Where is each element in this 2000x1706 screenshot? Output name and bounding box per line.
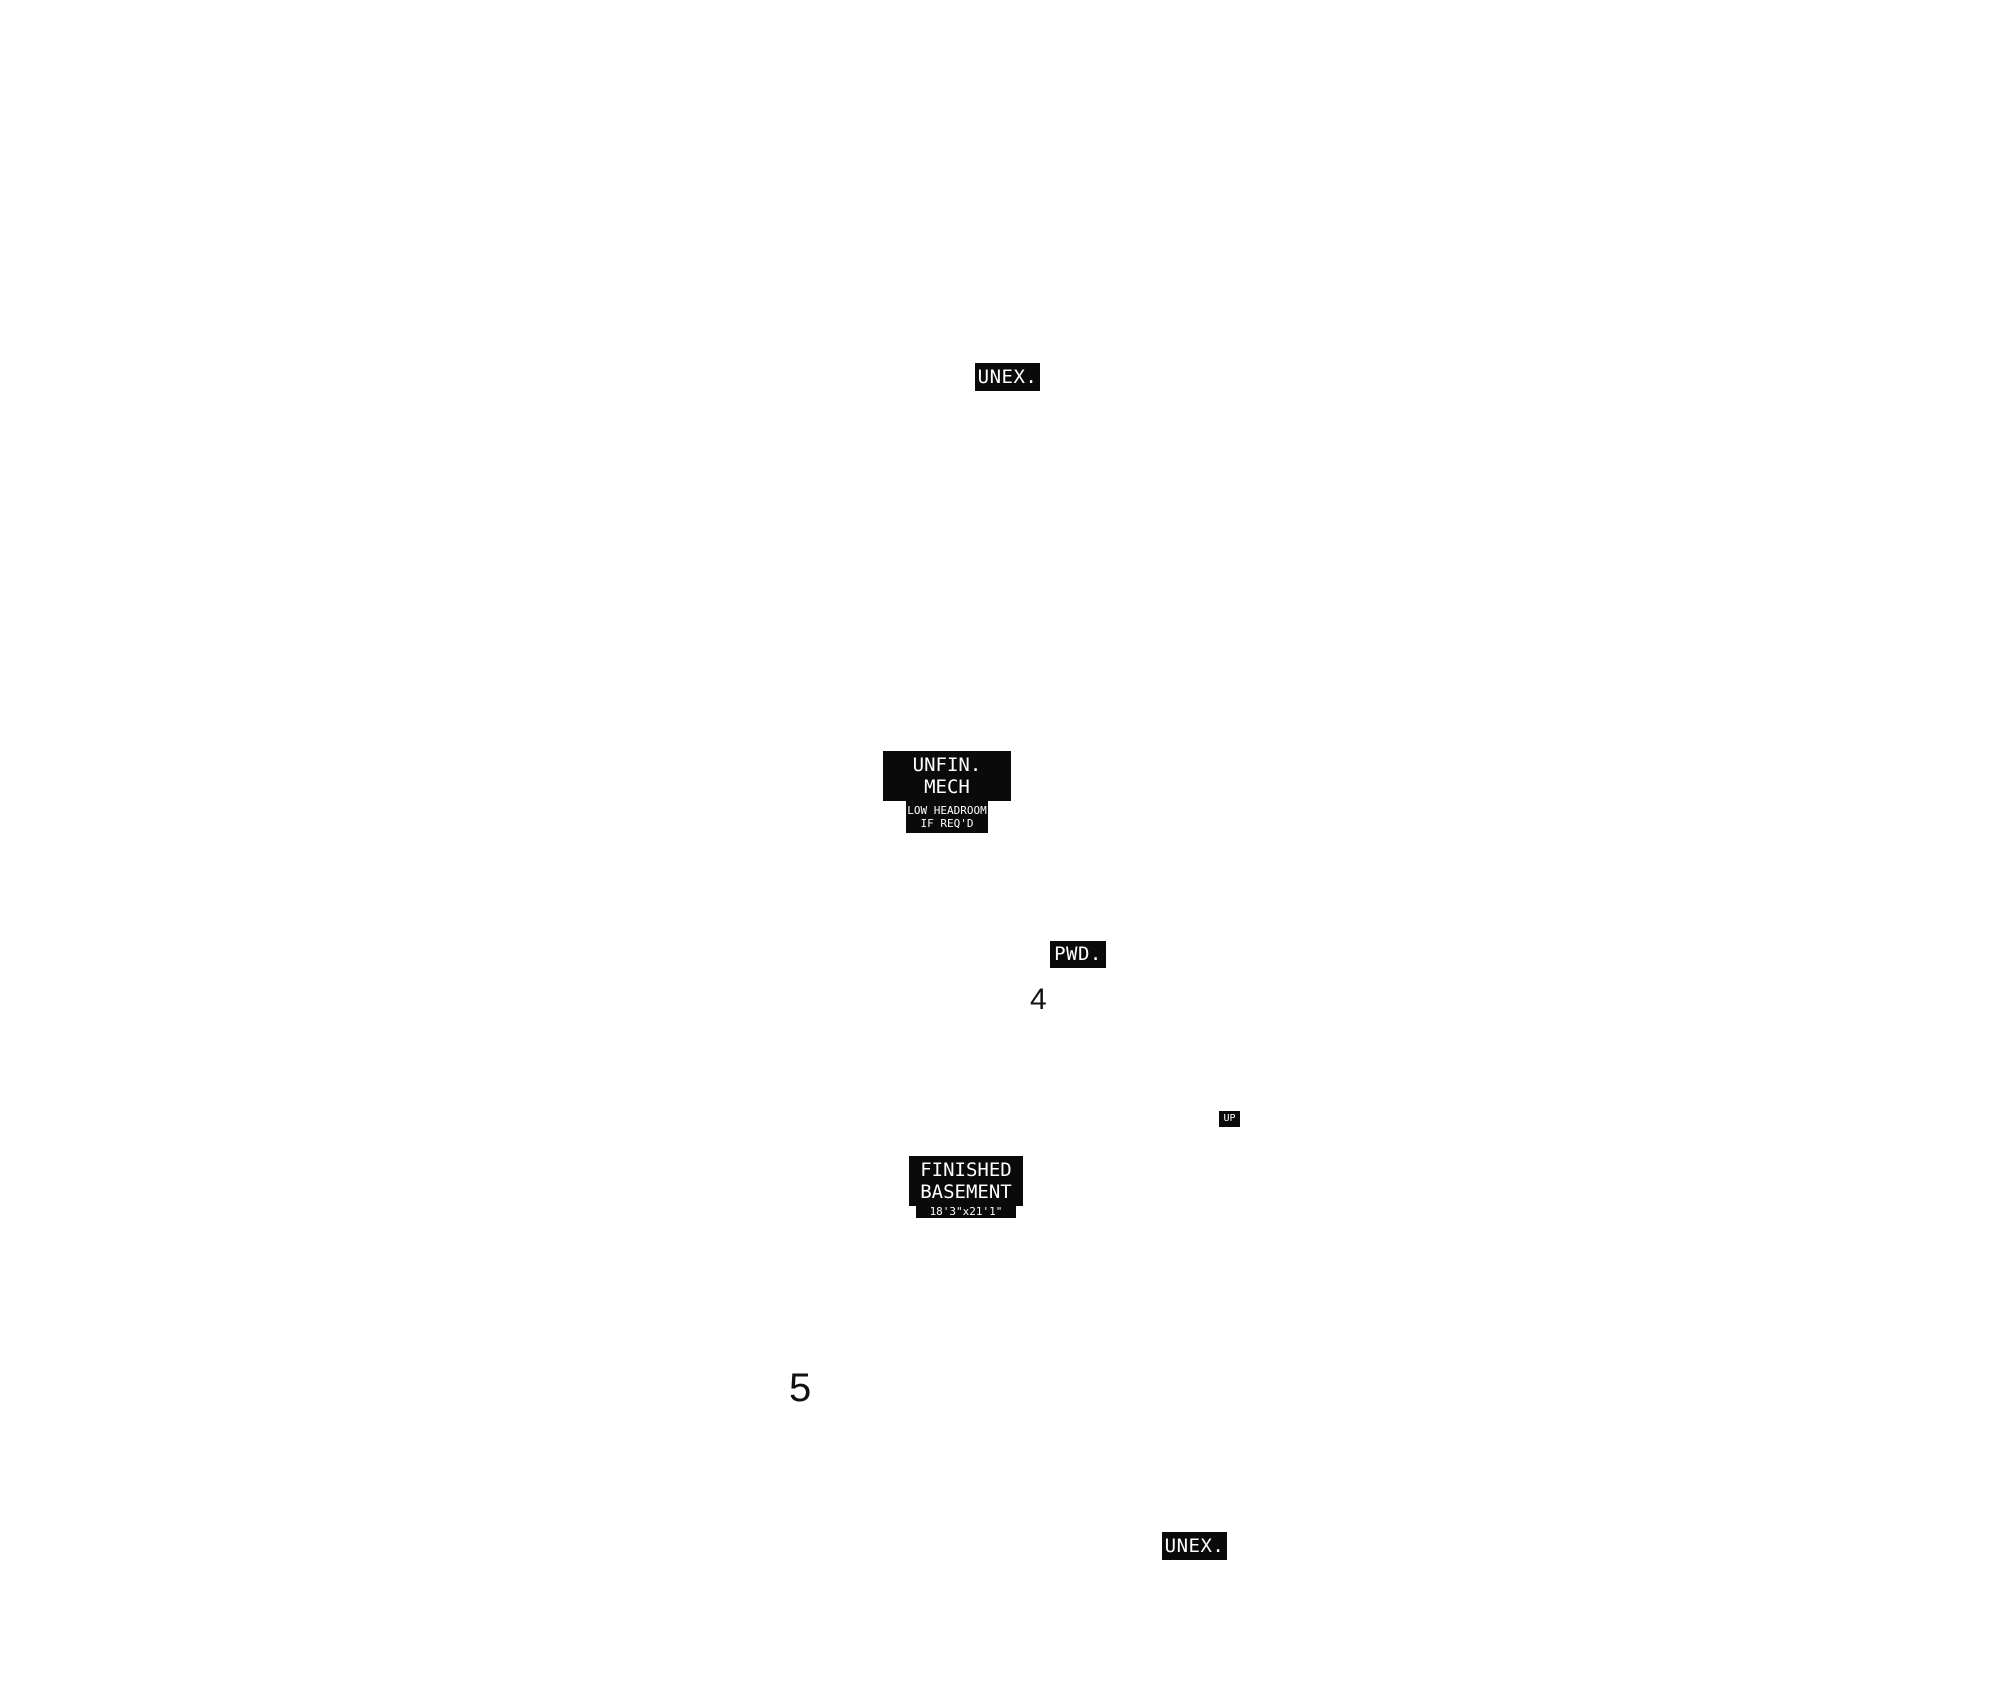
finished-basement-dimensions-text: 18'3"x21'1" [929, 1204, 1003, 1218]
finished-basement-label: FINISHED BASEMENT [909, 1156, 1023, 1206]
unexcavated-label-bottom: UNEX. [1162, 1532, 1227, 1560]
powder-room-label: PWD. [1050, 941, 1106, 968]
unexcavated-label-text: UNEX. [977, 365, 1038, 388]
mechanical-room-note: LOW HEADROOM IF REQ'D [906, 800, 988, 833]
mechanical-room-note-line1: LOW HEADROOM [907, 803, 987, 817]
finished-basement-dimensions: 18'3"x21'1" [916, 1204, 1016, 1218]
mechanical-room-note-line2: IF REQ'D [920, 816, 974, 830]
finished-basement-label-line2: BASEMENT [920, 1181, 1012, 1203]
mechanical-room-label: UNFIN. MECH [883, 751, 1011, 801]
room-number-5: 5 [789, 1366, 812, 1410]
stairs-up-label: UP [1219, 1111, 1240, 1127]
unexcavated-label-bottom-text: UNEX. [1164, 1534, 1225, 1557]
stairs-up-label-text: UP [1223, 1113, 1236, 1124]
mechanical-room-label-line2: MECH [924, 776, 970, 798]
room-number-4: 4 [1030, 983, 1047, 1016]
finished-basement-label-line1: FINISHED [920, 1159, 1012, 1181]
mechanical-room-label-line1: UNFIN. [912, 754, 982, 776]
powder-room-label-text: PWD. [1054, 943, 1102, 965]
unexcavated-label-top: UNEX. [975, 363, 1040, 391]
